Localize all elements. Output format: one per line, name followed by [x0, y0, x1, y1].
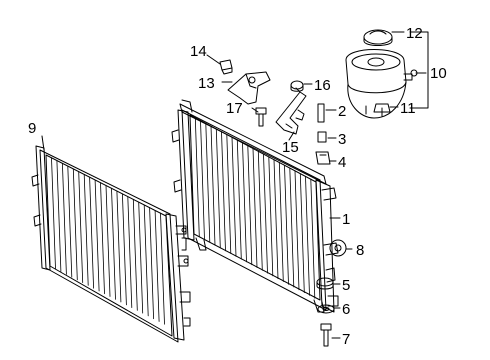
callout-8: 8 — [356, 242, 364, 259]
clip-nut-drawing — [219, 59, 233, 75]
core-fin-line — [78, 171, 84, 284]
core-fin-line — [194, 117, 200, 238]
callout-1: 1 — [342, 211, 350, 228]
pin-drawing — [317, 103, 325, 123]
core-fin-line — [231, 136, 237, 257]
callout-15: 15 — [282, 139, 299, 156]
core-fin-line — [67, 165, 73, 278]
callout-7: 7 — [342, 331, 350, 348]
leader-lines — [41, 31, 429, 339]
core-fin-line — [289, 167, 295, 288]
callout-12: 12 — [406, 25, 423, 42]
reservoir-cap-drawing — [363, 29, 393, 46]
core-fin-line — [236, 139, 242, 260]
core-fin-line — [299, 173, 305, 294]
hose-connector-drawing — [373, 103, 391, 113]
mount-bushing-drawing — [329, 239, 347, 257]
core-fin-line — [83, 173, 89, 286]
core-fin-line — [51, 157, 56, 270]
callout-17: 17 — [226, 100, 243, 117]
core-fin-line — [210, 125, 216, 246]
core-fin-line — [247, 145, 253, 266]
mount-bracket-drawing — [275, 87, 307, 135]
core-fin-line — [132, 198, 138, 311]
core-fin-line — [56, 160, 62, 272]
callout-5: 5 — [342, 277, 350, 294]
core-fin-line — [200, 120, 205, 241]
callout-2: 2 — [338, 103, 346, 120]
core-fin-line — [221, 131, 226, 252]
core-fin-line — [273, 159, 279, 280]
core-fin-line — [89, 176, 94, 289]
core-fin-line — [252, 148, 258, 268]
core-fin-line — [149, 207, 155, 320]
insulator-drawing — [316, 277, 334, 290]
core-fin-line — [138, 201, 144, 314]
core-fin-line — [127, 196, 133, 309]
washer-drawing — [317, 304, 335, 314]
callout-6: 6 — [342, 301, 350, 318]
core-fin-line — [143, 204, 149, 317]
callout-16: 16 — [314, 77, 331, 94]
core-fin-line — [154, 210, 160, 322]
callout-3: 3 — [338, 131, 346, 148]
callout-10: 10 — [430, 65, 447, 82]
core-fin-line — [62, 162, 67, 275]
core-fin-line — [94, 179, 100, 292]
bolt-drawing — [255, 107, 267, 127]
core-fin-line — [305, 175, 310, 296]
callout-9: 9 — [28, 120, 36, 137]
core-fin-line — [122, 193, 127, 306]
core-fin-line — [257, 150, 263, 271]
core-fin-line — [116, 190, 122, 303]
lower-bolt-drawing — [320, 323, 332, 347]
core-fin-line — [100, 182, 105, 295]
core-fin-line — [105, 185, 111, 297]
callout-4: 4 — [338, 154, 346, 171]
core-fin-line — [226, 134, 232, 254]
core-fin-line — [284, 164, 289, 285]
core-fin-line — [268, 156, 274, 277]
expansion-tank-drawing — [345, 49, 413, 119]
callout-13: 13 — [198, 75, 215, 92]
core-fin-line — [72, 168, 78, 281]
callout-14: 14 — [190, 43, 207, 60]
core-fin-line — [278, 162, 284, 282]
core-fin-line — [111, 187, 116, 300]
core-fin-line — [310, 178, 316, 299]
bushing-drawing — [315, 151, 331, 165]
condenser-drawing — [31, 145, 191, 343]
core-fin-line — [215, 128, 221, 249]
callout-labels: 1 2 3 4 5 6 7 8 9 10 11 12 13 14 15 16 1… — [28, 25, 447, 348]
upper-bracket-drawing — [227, 71, 271, 105]
core-fin-line — [263, 153, 268, 274]
clip-drawing — [317, 131, 327, 143]
core-fin-line — [294, 170, 300, 291]
core-fin-line — [205, 123, 211, 243]
radiator-drawing — [171, 99, 339, 313]
core-fin-line — [160, 212, 165, 325]
callout-11: 11 — [400, 100, 416, 117]
grommet-drawing — [290, 80, 304, 92]
core-fin-line — [242, 142, 247, 263]
